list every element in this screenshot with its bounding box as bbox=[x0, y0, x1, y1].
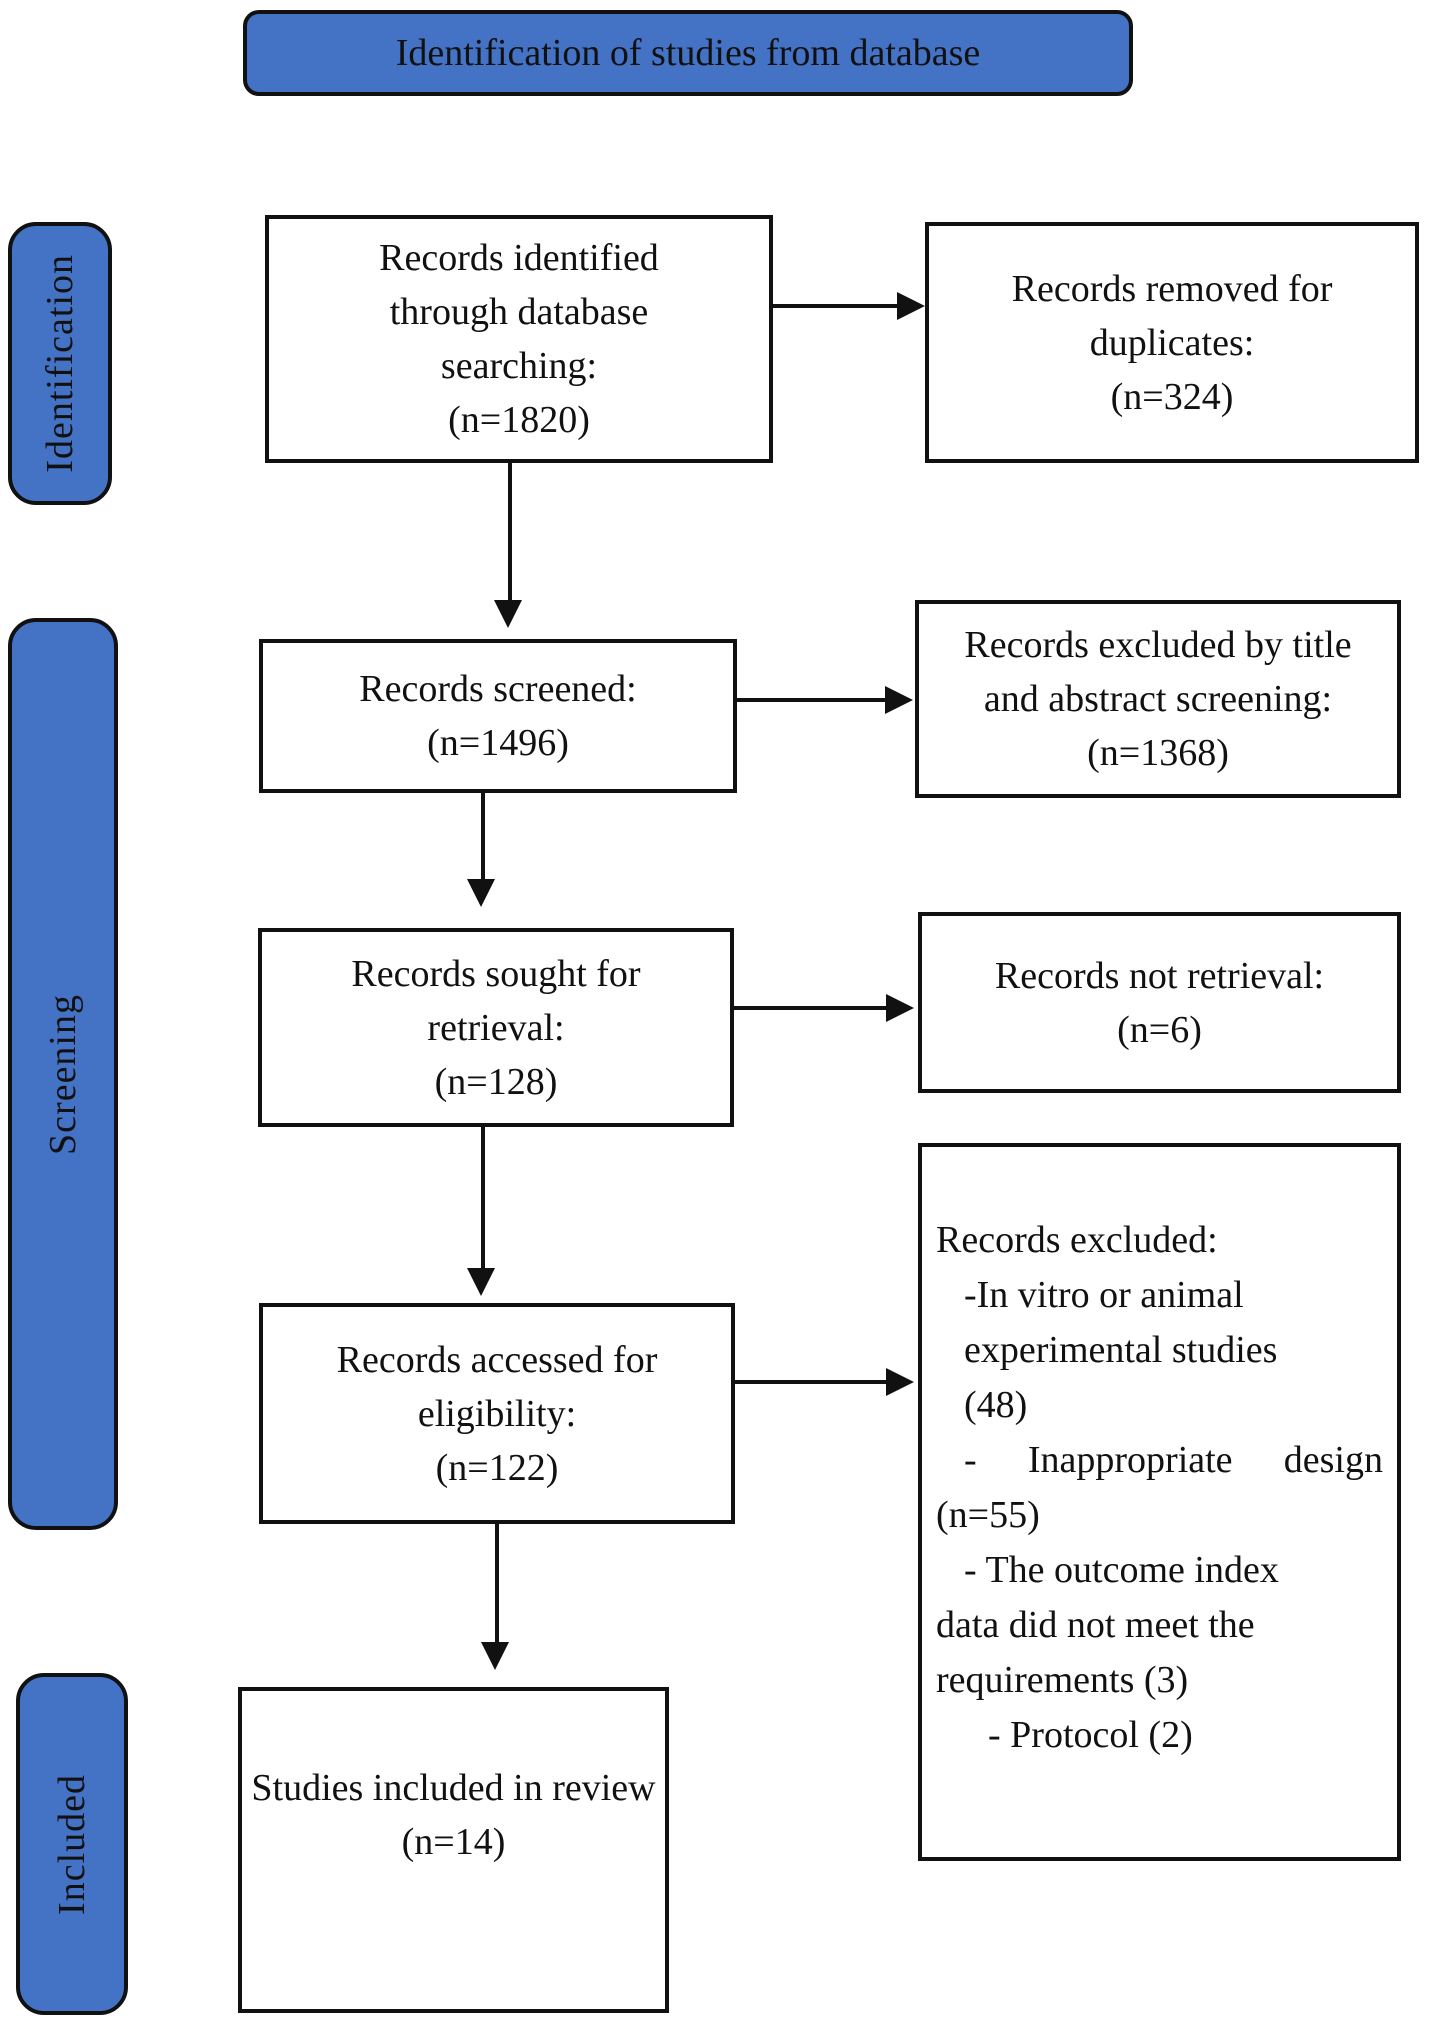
arrow-identified-to-screened-head bbox=[494, 600, 522, 628]
excluded-reason-outcome-index: - The outcome index bbox=[964, 1549, 1279, 1591]
excluded-reason-in-vitro: experimental studies bbox=[964, 1329, 1278, 1371]
box-records-assessed-line: eligibility: bbox=[417, 1392, 577, 1435]
arrow-screened-to-sought-line bbox=[481, 793, 485, 881]
arrow-screened-to-excluded-head bbox=[885, 686, 913, 714]
box-records-removed-duplicates: Records removed for duplicates: (n=324) bbox=[925, 222, 1419, 463]
arrow-screened-to-sought-head bbox=[467, 879, 495, 907]
box-duplicates-count: (n=324) bbox=[1110, 375, 1234, 418]
arrow-identified-to-duplicates-head bbox=[897, 292, 925, 320]
stage-identification: Identification bbox=[8, 222, 112, 505]
box-records-sought: Records sought for retrieval: (n=128) bbox=[258, 928, 734, 1127]
box-excluded-screening-count: (n=1368) bbox=[1087, 732, 1229, 774]
box-duplicates-line: duplicates: bbox=[1089, 321, 1255, 364]
box-excluded-screening-line: Records excluded by title bbox=[964, 624, 1352, 666]
box-records-identified-count: (n=1820) bbox=[448, 399, 590, 441]
box-records-screened: Records screened: (n=1496) bbox=[259, 639, 737, 793]
box-records-sought-count: (n=128) bbox=[434, 1060, 558, 1103]
box-records-identified-line: Records identified bbox=[379, 237, 659, 279]
box-records-identified: Records identified through database sear… bbox=[265, 215, 773, 463]
box-records-excluded-screening: Records excluded by title and abstract s… bbox=[915, 600, 1401, 798]
banner-title: Identification of studies from database bbox=[395, 32, 981, 74]
stage-screening-label: Screening bbox=[42, 993, 84, 1155]
excluded-reason-outcome-count: requirements (3) bbox=[936, 1659, 1189, 1701]
stage-included: Included bbox=[16, 1673, 128, 2015]
box-records-identified-line: through database bbox=[389, 291, 649, 333]
arrow-assessed-to-included-line bbox=[495, 1524, 499, 1644]
excluded-reason-word: Inappropriate bbox=[1027, 1439, 1233, 1481]
box-records-assessed-line: Records accessed for bbox=[336, 1338, 658, 1381]
box-studies-included-count: (n=14) bbox=[401, 1821, 506, 1863]
excluded-reason-in-vitro-count: (48) bbox=[964, 1384, 1028, 1426]
box-records-screened-line: Records screened: bbox=[359, 668, 637, 710]
box-records-assessed: Records accessed for eligibility: (n=122… bbox=[259, 1303, 735, 1524]
box-records-screened-count: (n=1496) bbox=[427, 722, 569, 764]
excluded-eligibility-header: Records excluded: bbox=[936, 1219, 1218, 1261]
box-studies-included-line: Studies included in review bbox=[251, 1767, 656, 1809]
excluded-reason-protocol: - Protocol (2) bbox=[988, 1714, 1193, 1756]
excluded-reason-inappropriate-design: - Inappropriate design bbox=[936, 1433, 1387, 1488]
box-records-sought-line: retrieval: bbox=[427, 1006, 565, 1049]
excluded-reason-inappropriate-count: (n=55) bbox=[936, 1494, 1040, 1536]
arrow-screened-to-excluded-line bbox=[737, 698, 887, 702]
arrow-sought-to-not-retrieved-head bbox=[886, 994, 914, 1022]
arrow-assessed-to-included-head bbox=[481, 1642, 509, 1670]
stage-included-label: Included bbox=[51, 1773, 93, 1915]
box-not-retrieved-line: Records not retrieval: bbox=[994, 954, 1325, 997]
stage-identification-label: Identification bbox=[39, 254, 81, 473]
box-studies-included: Studies included in review (n=14) bbox=[238, 1687, 669, 2013]
box-not-retrieved-count: (n=6) bbox=[1117, 1008, 1202, 1051]
arrow-assessed-to-excluded-line bbox=[735, 1380, 888, 1384]
box-records-sought-line: Records sought for bbox=[351, 952, 641, 995]
arrow-sought-to-not-retrieved-line bbox=[734, 1006, 888, 1010]
banner-identification-of-studies: Identification of studies from database bbox=[243, 10, 1133, 96]
excluded-reason-dash: - bbox=[964, 1439, 977, 1481]
box-records-identified-line: searching: bbox=[440, 345, 598, 387]
arrow-identified-to-duplicates-line bbox=[773, 304, 899, 308]
box-records-excluded-eligibility: Records excluded: -In vitro or animal ex… bbox=[918, 1143, 1401, 1861]
box-excluded-screening-line: and abstract screening: bbox=[983, 678, 1333, 720]
excluded-reason-in-vitro: -In vitro or animal bbox=[964, 1274, 1244, 1316]
arrow-sought-to-assessed-line bbox=[481, 1127, 485, 1270]
arrow-sought-to-assessed-head bbox=[467, 1268, 495, 1296]
excluded-reason-outcome-index: data did not meet the bbox=[936, 1604, 1255, 1646]
arrow-identified-to-screened-line bbox=[508, 462, 512, 602]
box-records-assessed-count: (n=122) bbox=[435, 1446, 559, 1489]
box-records-not-retrieved: Records not retrieval: (n=6) bbox=[918, 912, 1401, 1093]
excluded-reason-word: design bbox=[1283, 1439, 1383, 1481]
arrow-assessed-to-excluded-head bbox=[886, 1368, 914, 1396]
box-duplicates-line: Records removed for bbox=[1011, 267, 1333, 310]
stage-screening: Screening bbox=[8, 618, 118, 1530]
